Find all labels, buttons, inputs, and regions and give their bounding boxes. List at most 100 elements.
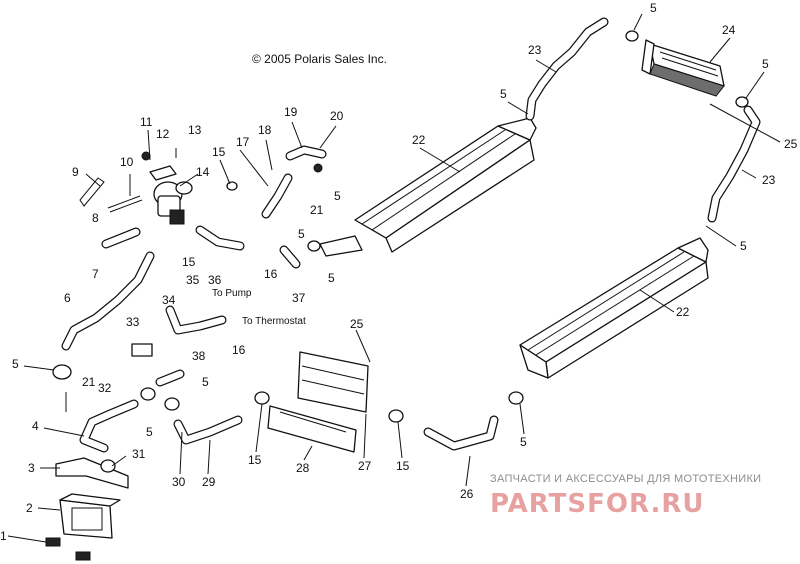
hose-19 (285, 145, 327, 161)
hose-17 (261, 173, 293, 219)
callout-16b: 16 (232, 343, 246, 357)
callout-23a: 23 (528, 43, 542, 57)
callout-3: 3 (28, 461, 35, 475)
callout-27: 27 (358, 459, 372, 473)
pipe-33 (131, 343, 153, 357)
callout-5j: 5 (740, 239, 747, 253)
callout-30: 30 (172, 475, 186, 489)
hose-4 (79, 399, 139, 453)
callout-23b: 23 (762, 173, 776, 187)
callout-2: 2 (26, 501, 33, 515)
callout-22b: 22 (676, 305, 690, 319)
callout-8: 8 (92, 211, 99, 225)
callout-24: 24 (722, 23, 736, 37)
callout-5d: 5 (298, 227, 305, 241)
callout-29: 29 (202, 475, 216, 489)
watermark-brand: PARTSFOR.RU (490, 489, 704, 519)
radiator (641, 39, 725, 97)
callout-34: 34 (162, 293, 176, 307)
callout-25b: 25 (350, 317, 364, 331)
cap-31 (100, 459, 116, 473)
callout-5f: 5 (334, 189, 341, 203)
callout-5g: 5 (500, 87, 507, 101)
watermark: ЗАПЧАСТИ И АКСЕССУАРЫ ДЛЯ МОТОТЕХНИКИ PA… (490, 473, 761, 519)
callout-15c: 15 (248, 453, 262, 467)
callout-26: 26 (460, 487, 474, 501)
callout-21a: 21 (310, 203, 324, 217)
bracket-3 (55, 457, 129, 489)
clamp-5b (307, 240, 321, 252)
clamp-20 (313, 163, 323, 173)
callout-28: 28 (296, 461, 310, 475)
clamp-5d (625, 30, 639, 42)
heat-shield (297, 351, 369, 413)
note-to-pump: To Pump (212, 288, 252, 299)
callout-15a: 15 (212, 145, 226, 159)
callout-14: 14 (196, 165, 210, 179)
coolant-pipe-upper (525, 17, 609, 121)
clamp-5 (140, 387, 156, 401)
callout-10: 10 (120, 155, 134, 169)
clamp-5c (508, 391, 524, 405)
callout-5b: 5 (146, 425, 153, 439)
sensor-wire (79, 177, 143, 213)
heat-exchanger-upper (319, 117, 537, 257)
callout-21b: 21 (82, 375, 96, 389)
callout-13: 13 (188, 123, 202, 137)
callout-32: 32 (98, 381, 112, 395)
note-to-thermostat: To Thermostat (242, 316, 306, 327)
callout-5e: 5 (328, 271, 335, 285)
callout-6: 6 (64, 291, 71, 305)
callout-7: 7 (92, 267, 99, 281)
heat-exchanger-lower (519, 237, 709, 379)
clamp-15 (226, 181, 238, 191)
callout-5h: 5 (650, 1, 657, 15)
hose-clamp (52, 364, 72, 380)
frame-28 (267, 405, 357, 453)
callout-36: 36 (208, 273, 222, 287)
bypass-hose (101, 227, 141, 249)
leader-lines (7, 13, 781, 543)
hose-37 (279, 245, 301, 269)
callout-25a: 25 (784, 137, 798, 151)
callout-31: 31 (132, 447, 146, 461)
coolant-tank (59, 493, 121, 539)
callout-5k: 5 (520, 435, 527, 449)
callout-15d: 15 (396, 459, 410, 473)
callout-22a: 22 (412, 133, 426, 147)
thermostat-housing (141, 148, 193, 225)
callout-35: 35 (186, 273, 200, 287)
callout-4: 4 (32, 419, 39, 433)
clamp-5e (735, 96, 749, 108)
watermark-subtitle: ЗАПЧАСТИ И АКСЕССУАРЫ ДЛЯ МОТОТЕХНИКИ (490, 473, 761, 485)
callout-12: 12 (156, 127, 170, 141)
callout-5c: 5 (202, 375, 209, 389)
callout-38: 38 (192, 349, 206, 363)
fasteners (45, 537, 91, 561)
hose-6 (61, 251, 155, 351)
clamp-15c (388, 409, 404, 423)
callout-11: 11 (140, 115, 153, 129)
callout-33: 33 (126, 315, 140, 329)
hose-36 (195, 225, 245, 251)
callout-37: 37 (292, 291, 306, 305)
tee-38 (155, 369, 185, 411)
callout-18: 18 (258, 123, 272, 137)
callout-1: 1 (0, 529, 7, 543)
pipe-26 (423, 415, 499, 451)
copyright-text: © 2005 Polaris Sales Inc. (252, 52, 387, 66)
callout-17: 17 (236, 135, 250, 149)
callout-9: 9 (72, 165, 79, 179)
callout-5i: 5 (762, 57, 769, 71)
callout-16a: 16 (264, 267, 278, 281)
callout-labels: 1 2 3 4 5 5 5 5 5 5 5 5 5 5 5 6 7 8 9 10… (0, 1, 798, 543)
callout-20: 20 (330, 109, 344, 123)
callout-5a: 5 (12, 357, 19, 371)
clamp-15b (254, 391, 270, 405)
hose-34 (165, 305, 227, 335)
callout-19: 19 (284, 105, 298, 119)
hose-29-30 (173, 415, 243, 445)
callout-15b: 15 (182, 255, 196, 269)
